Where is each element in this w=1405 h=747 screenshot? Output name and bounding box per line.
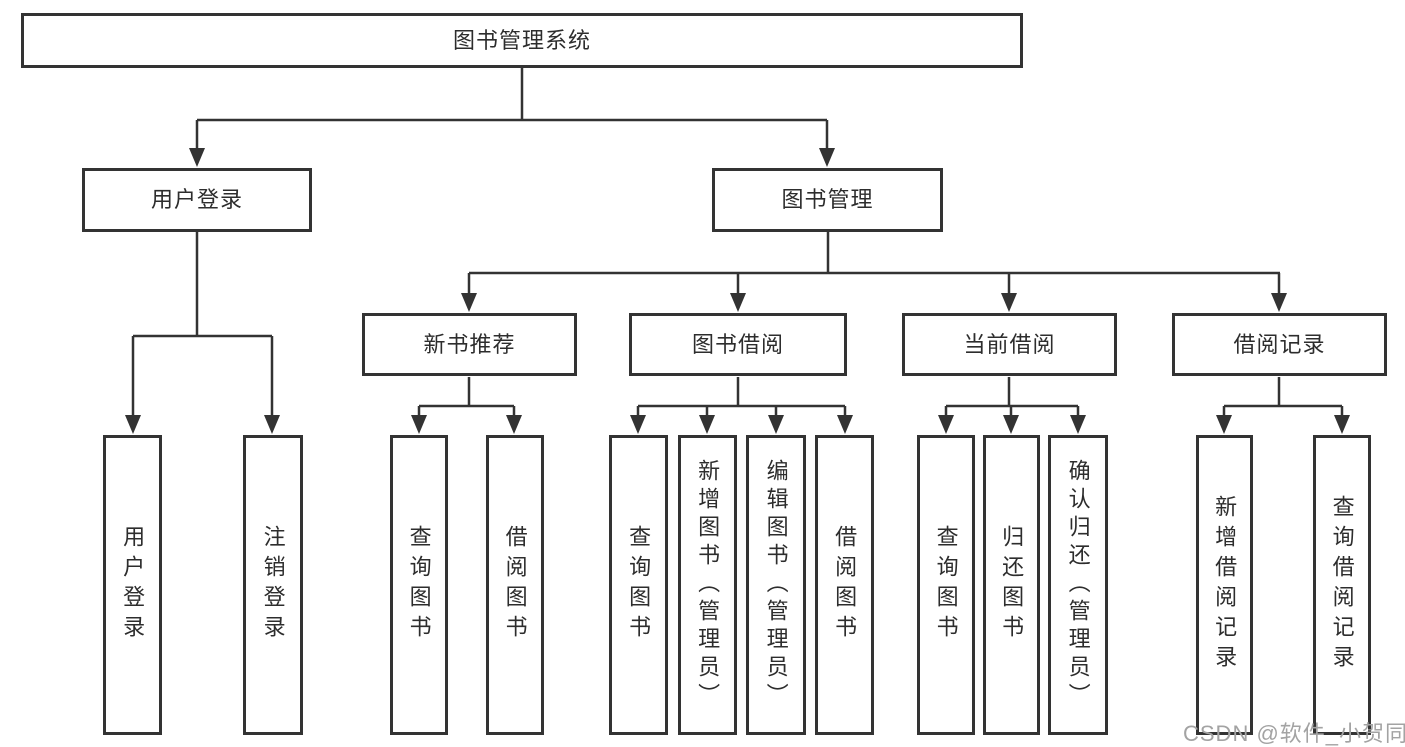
node-library-system: 图书管理系统	[21, 13, 1023, 68]
arrowheads	[125, 148, 1350, 434]
leaf-borrow-books-borrowing: 借阅图书	[815, 435, 874, 735]
leaf-query-books-recommend: 查询图书	[390, 435, 448, 735]
leaf-query-books-borrowing: 查询图书	[609, 435, 668, 735]
leaf-query-borrow-record: 查询借阅记录	[1313, 435, 1371, 735]
watermark: CSDN @软件_小贺同学	[1183, 721, 1405, 746]
leaf-borrow-books-recommend: 借阅图书	[486, 435, 544, 735]
leaf-add-book-admin: 新增图书（管理员）	[678, 435, 737, 735]
leaf-user-login: 用户登录	[103, 435, 162, 735]
node-current-borrowing: 当前借阅	[902, 313, 1117, 376]
node-book-borrowing: 图书借阅	[629, 313, 847, 376]
leaf-return-book: 归还图书	[983, 435, 1040, 735]
node-borrowing-records: 借阅记录	[1172, 313, 1387, 376]
leaf-logout: 注销登录	[243, 435, 303, 735]
leaf-confirm-return-admin: 确认归还（管理员）	[1048, 435, 1108, 735]
leaf-query-books-current: 查询图书	[917, 435, 975, 735]
leaf-add-borrow-record: 新增借阅记录	[1196, 435, 1253, 735]
leaf-edit-book-admin: 编辑图书（管理员）	[746, 435, 806, 735]
node-user-login: 用户登录	[82, 168, 312, 232]
node-book-management: 图书管理	[712, 168, 943, 232]
node-new-book-recommend: 新书推荐	[362, 313, 577, 376]
